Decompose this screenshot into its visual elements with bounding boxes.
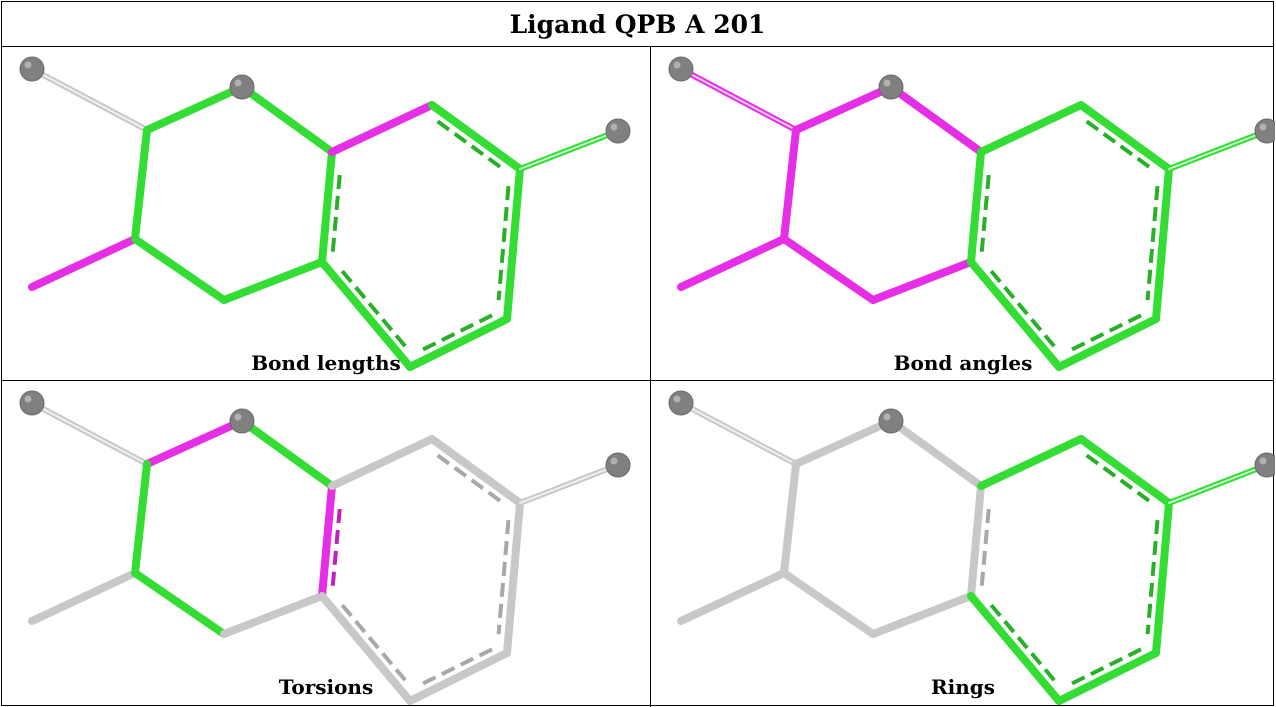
bond-b10 — [428, 435, 524, 507]
bond-b1 — [29, 66, 150, 133]
atom-highlight — [673, 61, 681, 69]
bond-b13 — [967, 258, 1063, 371]
bond-b14 — [1166, 128, 1270, 172]
bond-b2 — [143, 417, 246, 468]
bond-b9 — [328, 101, 436, 156]
bond-b8 — [318, 148, 343, 266]
bond-b1 — [29, 400, 150, 467]
panel-caption: Bond lengths — [251, 351, 401, 375]
bond-b2 — [143, 83, 246, 134]
figure-title: Ligand QPB A 201 — [2, 2, 1273, 47]
bond-b5 — [677, 569, 788, 625]
bond-b11 — [1145, 165, 1173, 323]
bond-b9 — [977, 435, 1085, 490]
bond-b14 — [1166, 462, 1270, 506]
atom-h1 — [19, 390, 45, 416]
atom-highlight — [234, 79, 242, 87]
atom-h3 — [1254, 452, 1275, 478]
bond-b7 — [869, 592, 975, 638]
bond-b4 — [131, 460, 151, 577]
bond-b12 — [406, 313, 511, 371]
panel-bond-angles: Bond angles — [651, 47, 1275, 380]
bond-b7 — [869, 258, 975, 304]
molecule-diagram — [668, 390, 1275, 705]
atom-highlight — [883, 413, 891, 421]
bond-b5 — [28, 235, 139, 291]
molecule-diagram — [19, 56, 631, 371]
bond-b8 — [967, 148, 992, 266]
bond-b6 — [780, 569, 877, 638]
bond-b12 — [406, 647, 511, 705]
bond-b7 — [220, 592, 326, 638]
atom-a2 — [878, 74, 904, 100]
bond-b11 — [496, 499, 524, 657]
atom-h1 — [668, 56, 694, 82]
bond-b3 — [887, 417, 985, 490]
bond-b13 — [318, 258, 414, 371]
atom-highlight — [610, 123, 618, 131]
molecule-diagram — [668, 56, 1275, 371]
atom-a2 — [878, 408, 904, 434]
bond-b11 — [1145, 499, 1173, 657]
bond-b3 — [238, 417, 336, 490]
atom-a2 — [229, 408, 255, 434]
bond-b6 — [780, 235, 877, 304]
bond-b3 — [238, 83, 336, 156]
bond-b5 — [677, 235, 788, 291]
bond-b1 — [678, 400, 799, 467]
atom-h1 — [19, 56, 45, 82]
bond-b12 — [1055, 647, 1160, 705]
bond-b6 — [131, 569, 228, 638]
bond-b9 — [328, 435, 436, 490]
bond-b14 — [517, 462, 621, 506]
cell-divider-vertical — [650, 46, 651, 707]
bond-b7 — [220, 258, 326, 304]
atom-h3 — [605, 118, 631, 144]
atom-highlight — [673, 395, 681, 403]
panel-caption: Rings — [930, 675, 995, 699]
atom-a2 — [229, 74, 255, 100]
atom-h3 — [1254, 118, 1275, 144]
atom-h1 — [668, 390, 694, 416]
bond-b14 — [517, 128, 621, 172]
atom-highlight — [24, 395, 32, 403]
atom-highlight — [234, 413, 242, 421]
bond-b1 — [678, 66, 799, 133]
panel-caption: Bond angles — [893, 351, 1033, 375]
bond-b4 — [780, 126, 800, 243]
panel-rings: Rings — [651, 381, 1275, 707]
bond-b10 — [1077, 435, 1173, 507]
panel-bond-lengths: Bond lengths — [2, 47, 650, 380]
molecule-diagram — [19, 390, 631, 705]
atom-highlight — [610, 457, 618, 465]
bond-b13 — [967, 592, 1063, 705]
bond-b13 — [318, 592, 414, 705]
atom-highlight — [1259, 457, 1267, 465]
bond-b3 — [887, 83, 985, 156]
bond-b4 — [131, 126, 151, 243]
bond-b5 — [28, 569, 139, 625]
atom-highlight — [883, 79, 891, 87]
bond-b11 — [496, 165, 524, 323]
bond-b9 — [977, 101, 1085, 156]
cell-divider-horizontal — [2, 380, 1273, 381]
bond-b2 — [792, 417, 895, 468]
bond-b2 — [792, 83, 895, 134]
bond-b12 — [1055, 313, 1160, 371]
bond-b4 — [780, 460, 800, 577]
bond-b6 — [131, 235, 228, 304]
panel-caption: Torsions — [278, 675, 374, 699]
bond-b8 — [967, 482, 992, 600]
bond-b10 — [428, 101, 524, 173]
bond-b8 — [318, 482, 343, 600]
bond-b10 — [1077, 101, 1173, 173]
atom-h3 — [605, 452, 631, 478]
atom-highlight — [24, 61, 32, 69]
panel-torsions: Torsions — [2, 381, 650, 707]
atom-highlight — [1259, 123, 1267, 131]
